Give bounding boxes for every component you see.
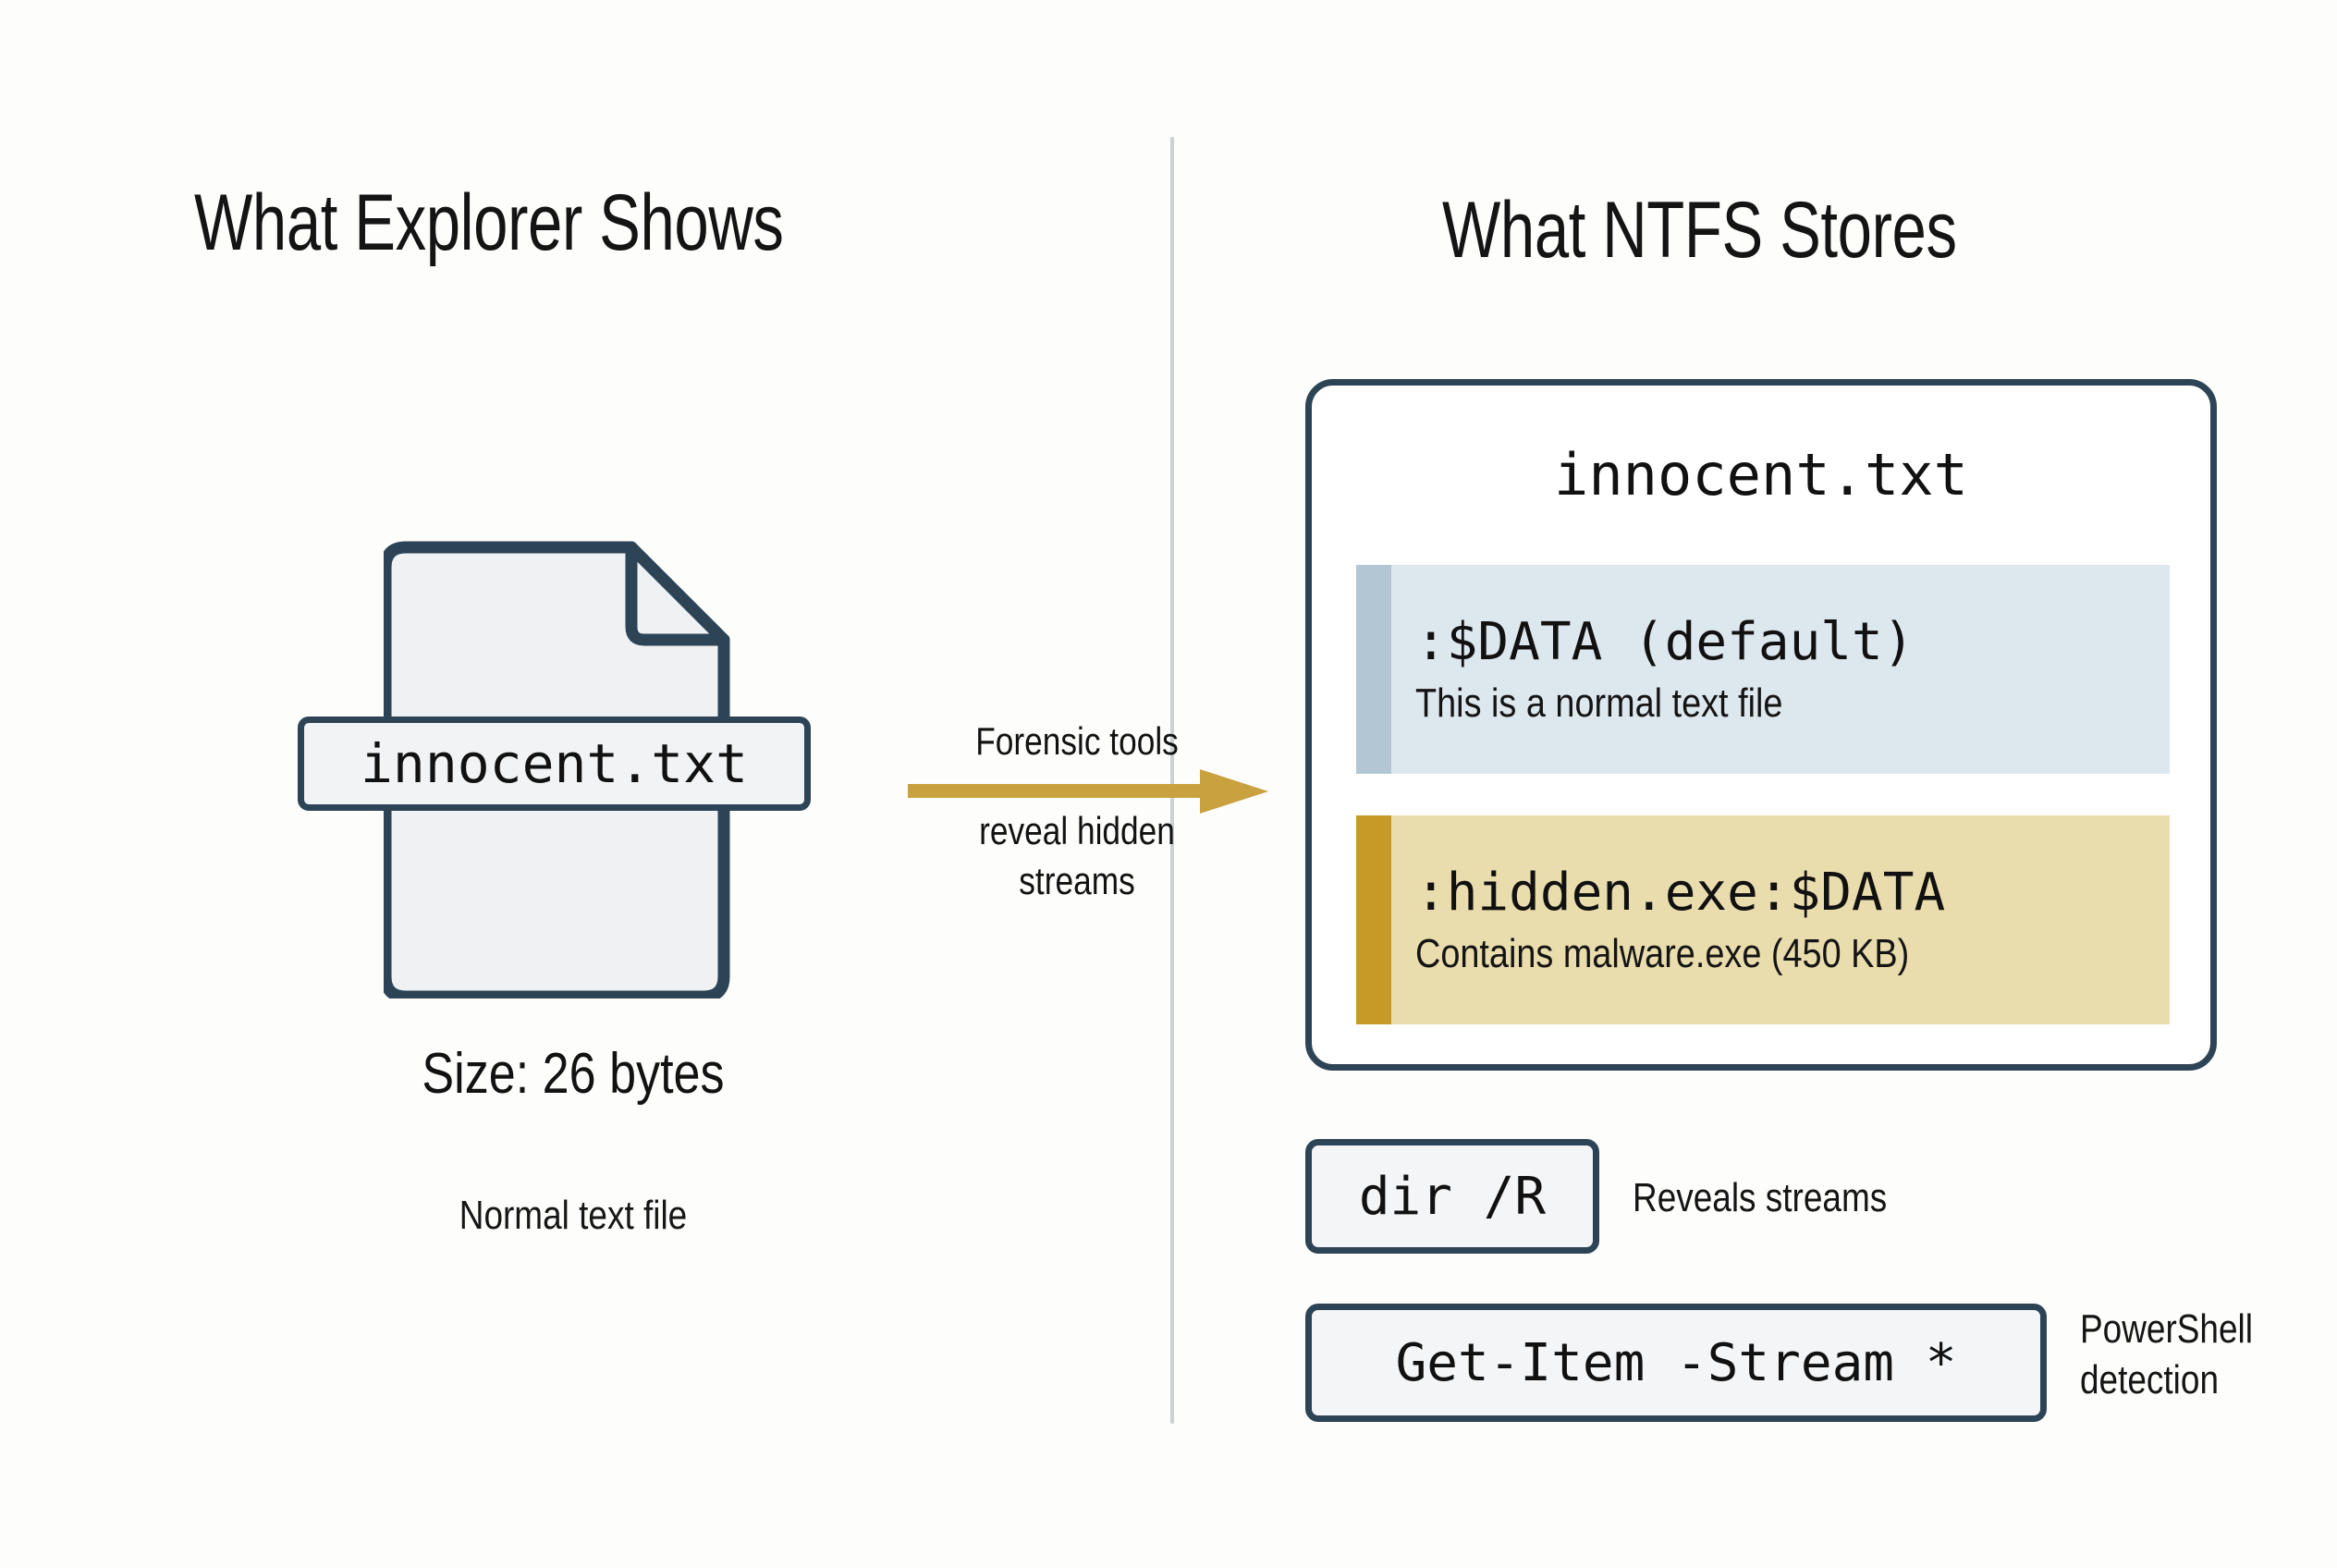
connector-caption-top: Forensic tools bbox=[975, 719, 1179, 763]
left-panel-title: What Explorer Shows bbox=[194, 178, 784, 267]
stream-name: :$DATA (default) bbox=[1415, 611, 1915, 672]
stream-accent-bar-hidden bbox=[1356, 815, 1391, 1024]
ntfs-file-card: innocent.txt :$DATA (default) This is a … bbox=[1305, 379, 2217, 1071]
stream-accent-bar-default bbox=[1356, 565, 1391, 774]
stream-row: :hidden.exe:$DATA Contains malware.exe (… bbox=[1356, 815, 2170, 1024]
command-note-get-item-line-2: detection bbox=[2080, 1357, 2220, 1403]
stream-description: Contains malware.exe (450 KB) bbox=[1415, 931, 1910, 977]
stream-body: :hidden.exe:$DATA Contains malware.exe (… bbox=[1391, 815, 2170, 1024]
filename-badge-label: innocent.txt bbox=[360, 732, 749, 795]
stream-row: :$DATA (default) This is a normal text f… bbox=[1356, 565, 2170, 774]
file-size-label: Size: 26 bytes bbox=[422, 1042, 725, 1106]
file-caption-label: Normal text file bbox=[459, 1193, 688, 1238]
command-note-dir: Reveals streams bbox=[1633, 1175, 1888, 1220]
panel-divider bbox=[1170, 137, 1174, 1424]
ntfs-card-filename: innocent.txt bbox=[1554, 441, 1968, 508]
connector-caption-bottom-line-2: streams bbox=[1019, 858, 1135, 902]
command-chip-dir: dir /R bbox=[1305, 1139, 1599, 1254]
connector-caption-bottom-line-1: reveal hidden bbox=[979, 809, 1175, 852]
command-chip-get-item: Get-Item -Stream * bbox=[1305, 1304, 2047, 1422]
command-note-get-item-line-1: PowerShell bbox=[2080, 1306, 2253, 1352]
right-panel-title: What NTFS Stores bbox=[1442, 186, 1957, 275]
filename-badge: innocent.txt bbox=[298, 717, 811, 811]
arrow-right-icon bbox=[908, 769, 1268, 814]
stream-name: :hidden.exe:$DATA bbox=[1415, 862, 1946, 923]
stream-description: This is a normal text file bbox=[1415, 680, 1783, 727]
stream-body: :$DATA (default) This is a normal text f… bbox=[1391, 565, 2170, 774]
connector-caption-bottom: reveal hidden streams bbox=[941, 806, 1213, 906]
command-note-get-item: PowerShell detection bbox=[2080, 1304, 2253, 1406]
